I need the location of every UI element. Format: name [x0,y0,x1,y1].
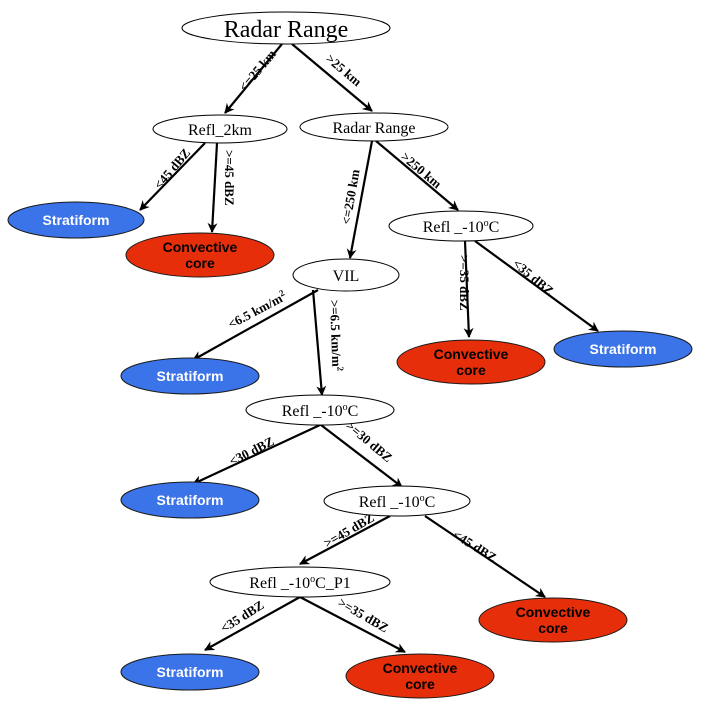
edge-radar-range-2-to-vil [346,140,374,259]
leaf-stratiform-2-label: Stratiform [590,341,657,357]
edge-label-gt-250km: >250 km [398,149,445,192]
edge-label-lt-30dbz: <30 dBZ [227,433,277,468]
leaf-stratiform-4 [120,481,260,519]
edge-label-ge-45dbz-2: >=45 dBZ [321,510,377,551]
edge-label-le-25km: <=25 km [236,47,279,94]
node-root-label: Radar Range [224,17,349,43]
leaf-convective-2 [396,339,546,385]
leaf-convective-3 [478,597,628,643]
node-refl-10c-c-tail: C [425,494,436,511]
node-refl-10c-p1-label: Refl _-10oC_P1 [249,574,350,592]
edge-label-lt-45dbz-2: <45 dBZ [450,527,499,565]
node-radar-range-2-label: Radar Range [332,120,415,137]
leaf-stratiform-2 [553,330,693,368]
node-refl-10c-c-ellipse [323,485,471,517]
node-refl-10c-b-sup: o [343,402,348,413]
leaf-convective-2-line2: core [456,362,486,378]
edge-refl-10c-p1-to-convective [299,596,406,653]
edge-label-ge-30dbz: >=30 dBZ [343,418,396,465]
edge-root-to-radar-range-2 [291,43,373,112]
node-refl-10c-c-base: Refl _-10 [359,494,420,511]
edge-refl-10c-c-to-convective [424,515,546,598]
node-refl-2km-label: Refl_2km [188,122,253,139]
edge-refl-10c-a-to-stratiform [474,240,599,332]
leaf-convective-1-line1: Convective [163,239,238,255]
node-refl-10c-c-sup: o [420,493,425,504]
edge-refl-10c-a-to-convective [463,240,474,338]
edge-refl-2km-to-stratiform [139,142,206,211]
edge-label-ge-35dbz: >=35 dBZ [457,255,472,311]
edge-root-to-refl-2km [224,43,283,114]
node-refl-10c-b-base: Refl _-10 [282,403,343,420]
edge-radar-range-2-to-refl-10c-a [375,140,459,211]
leaf-stratiform-4-label: Stratiform [157,492,224,508]
edge-label-ge-vil-base: >=6.5 km/m [327,300,344,367]
edge-label-le-250km: <=250 km [338,168,362,226]
edge-refl-10c-b-to-stratiform [192,424,321,485]
leaf-stratiform-3 [120,357,260,395]
node-refl-10c-a-label: Refl _-10oC [423,218,500,236]
edge-label-ge-vil-sup: 2 [335,366,345,371]
node-refl-10c-p1-sup: o [310,574,315,585]
node-refl-10c-b-tail: C [348,403,359,420]
edge-label-lt-45dbz: <45 dBZ [151,145,194,192]
node-refl-10c-a-base: Refl _-10 [423,219,484,236]
node-vil-ellipse [292,258,400,292]
leaf-stratiform-5 [120,653,260,691]
leaf-stratiform-5-label: Stratiform [157,664,224,680]
edge-label-gt-25km: >25 km [323,51,365,89]
node-refl-10c-b-label: Refl _-10oC [282,402,359,420]
edge-refl-10c-b-to-refl-10c-c [320,424,403,488]
leaf-convective-1 [125,232,275,278]
node-refl-10c-a-sup: o [484,218,489,229]
edge-refl-10c-p1-to-stratiform [204,596,301,651]
leaf-convective-4-line1: Convective [383,660,458,676]
edge-label-ge-vil: >=6.5 km/m2 [327,300,345,372]
node-refl-10c-a-tail: C [489,219,500,236]
leaf-convective-4-line2: core [405,676,435,692]
node-root-ellipse [181,11,391,45]
node-refl-10c-p1-tail: C_P1 [315,575,351,592]
node-refl-2km-ellipse [152,114,288,144]
leaf-convective-3-line2: core [538,620,568,636]
node-radar-range-2-ellipse [299,112,449,142]
node-refl-10c-p1-base: Refl _-10 [249,575,310,592]
leaf-stratiform-1 [7,201,145,239]
node-refl-10c-p1-ellipse [209,566,391,598]
node-vil-label: VIL [333,268,360,285]
edge-label-ge-45dbz: >=45 dBZ [222,150,237,206]
edge-label-lt-vil-sup: 2 [277,287,286,298]
leaf-convective-2-line1: Convective [434,346,509,362]
edge-vil-to-stratiform [192,289,319,361]
leaf-stratiform-1-label: Stratiform [43,212,110,228]
node-refl-10c-a-ellipse [388,210,534,242]
node-refl-10c-b-ellipse [245,394,395,426]
leaf-convective-4 [345,653,495,699]
leaf-convective-3-line1: Convective [516,604,591,620]
edge-vil-to-refl-10c-b [311,289,327,396]
edge-refl-10c-c-to-refl-10c-p1 [299,515,391,565]
node-refl-10c-c-label: Refl _-10oC [359,493,436,511]
edge-refl-2km-to-convective [207,142,219,233]
leaf-convective-1-line2: core [185,255,215,271]
edge-label-lt-35dbz: <35 dBZ [510,256,557,299]
leaf-stratiform-3-label: Stratiform [157,368,224,384]
